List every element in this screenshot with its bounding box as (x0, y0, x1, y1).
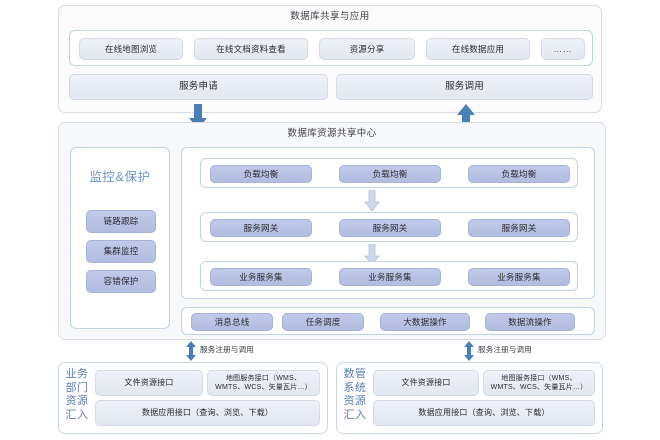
bottom-right-vertical-label: 数管 系统 资源 汇入 (342, 368, 368, 422)
app-chip-online-map-browse[interactable]: 在线地图浏览 (79, 38, 183, 60)
middle-section-title: 数据库资源共享中心 (287, 128, 377, 139)
monitor-item-link-trace[interactable]: 链路跟踪 (86, 210, 156, 233)
platform-service-bigdata-operation[interactable]: 大数据操作 (380, 313, 470, 331)
vlabel-line-2: 部门 (65, 381, 89, 394)
bottom-left-vertical-label: 业务 部门 资源 汇入 (64, 368, 90, 422)
platform-service-dataflow-operation[interactable]: 数据流操作 (485, 313, 575, 331)
arrow-bidirectional-register-left (185, 341, 197, 361)
middle-section-panel: 数据库资源共享中心 监控&保护 链路跟踪 集群监控 容错保护 负载均衡 负载均衡… (58, 122, 606, 340)
top-apps-group: 在线地图浏览 在线文档资料查看 资源分享 在线数据应用 …… (69, 30, 593, 66)
vlabel-line-1: 业务 (65, 368, 89, 380)
platform-service-message-bus[interactable]: 消息总线 (191, 313, 273, 331)
business-service-set-cell-2[interactable]: 业务服务集 (339, 268, 441, 286)
tier-load-balancer: 负载均衡 负载均衡 负载均衡 (200, 158, 578, 188)
service-bar-apply[interactable]: 服务申请 (69, 74, 328, 100)
bottom-left-file-resource-interface[interactable]: 文件资源接口 (95, 370, 203, 396)
bottom-section-data-mgmt-system: 数管 系统 资源 汇入 文件资源接口 地图服务接口（WMS、 WMTS、WCS、… (336, 362, 603, 434)
load-balancer-cell-2[interactable]: 负载均衡 (339, 165, 441, 183)
top-section-panel: 数据库共享与应用 在线地图浏览 在线文档资料查看 资源分享 在线数据应用 …… … (58, 5, 602, 113)
register-label-right: 服务注册与调用 (478, 345, 532, 354)
app-chip-online-data-app[interactable]: 在线数据应用 (426, 38, 530, 60)
core-tiers-group: 负载均衡 负载均衡 负载均衡 服务网关 服务网关 服务网关 (181, 147, 595, 299)
bottom-section-business-dept: 业务 部门 资源 汇入 文件资源接口 地图服务接口（WMS、 WMTS、WCS、… (58, 362, 328, 434)
platform-service-task-scheduling[interactable]: 任务调度 (282, 313, 364, 331)
vlabel-line-2: 系统 (343, 381, 367, 394)
monitor-item-fault-tolerance[interactable]: 容错保护 (86, 270, 156, 293)
arrow-down-lb-to-gateway (364, 190, 380, 212)
business-service-set-cell-3[interactable]: 业务服务集 (468, 268, 570, 286)
app-chip-more-ellipsis[interactable]: …… (541, 38, 585, 60)
vlabel-line-4: 汇入 (65, 408, 89, 421)
arrow-up-service-invoke (456, 104, 476, 130)
arrow-down-gateway-to-service-set (364, 244, 380, 266)
arrow-bidirectional-register-right (463, 341, 475, 361)
bottom-left-data-app-interface[interactable]: 数据应用接口（查询、浏览、下载） (95, 400, 320, 426)
vlabel-line-3: 资源 (343, 395, 367, 407)
bottom-right-file-resource-interface[interactable]: 文件资源接口 (373, 370, 479, 396)
platform-services-group: 消息总线 任务调度 大数据操作 数据流操作 (181, 307, 595, 335)
service-gateway-cell-1[interactable]: 服务网关 (210, 219, 312, 237)
load-balancer-cell-3[interactable]: 负载均衡 (468, 165, 570, 183)
service-bar-invoke[interactable]: 服务调用 (336, 74, 593, 100)
bottom-left-map-service-interface[interactable]: 地图服务接口（WMS、 WMTS、WCS、矢量瓦片…） (207, 370, 320, 396)
top-section-title: 数据库共享与应用 (290, 11, 370, 22)
vlabel-line-3: 资源 (65, 395, 89, 407)
business-service-set-cell-1[interactable]: 业务服务集 (210, 268, 312, 286)
monitor-protection-panel: 监控&保护 链路跟踪 集群监控 容错保护 (70, 147, 170, 329)
load-balancer-cell-1[interactable]: 负载均衡 (210, 165, 312, 183)
register-label-left: 服务注册与调用 (200, 345, 254, 354)
monitor-protection-title: 监控&保护 (89, 170, 151, 184)
bottom-right-data-app-interface[interactable]: 数据应用接口（查询、浏览、下载） (373, 400, 595, 426)
app-chip-resource-share[interactable]: 资源分享 (319, 38, 415, 60)
tier-service-gateway: 服务网关 服务网关 服务网关 (200, 212, 578, 242)
service-gateway-cell-2[interactable]: 服务网关 (339, 219, 441, 237)
app-chip-online-doc-view[interactable]: 在线文档资料查看 (194, 38, 308, 60)
service-gateway-cell-3[interactable]: 服务网关 (468, 219, 570, 237)
vlabel-line-1: 数管 (343, 368, 367, 380)
vlabel-line-4: 汇入 (343, 408, 367, 421)
monitor-item-cluster-monitor[interactable]: 集群监控 (86, 240, 156, 263)
bottom-right-map-service-interface[interactable]: 地图服务接口（WMS、 WMTS、WCS、矢量瓦片…） (483, 370, 595, 396)
tier-business-service-set: 业务服务集 业务服务集 业务服务集 (200, 261, 578, 291)
